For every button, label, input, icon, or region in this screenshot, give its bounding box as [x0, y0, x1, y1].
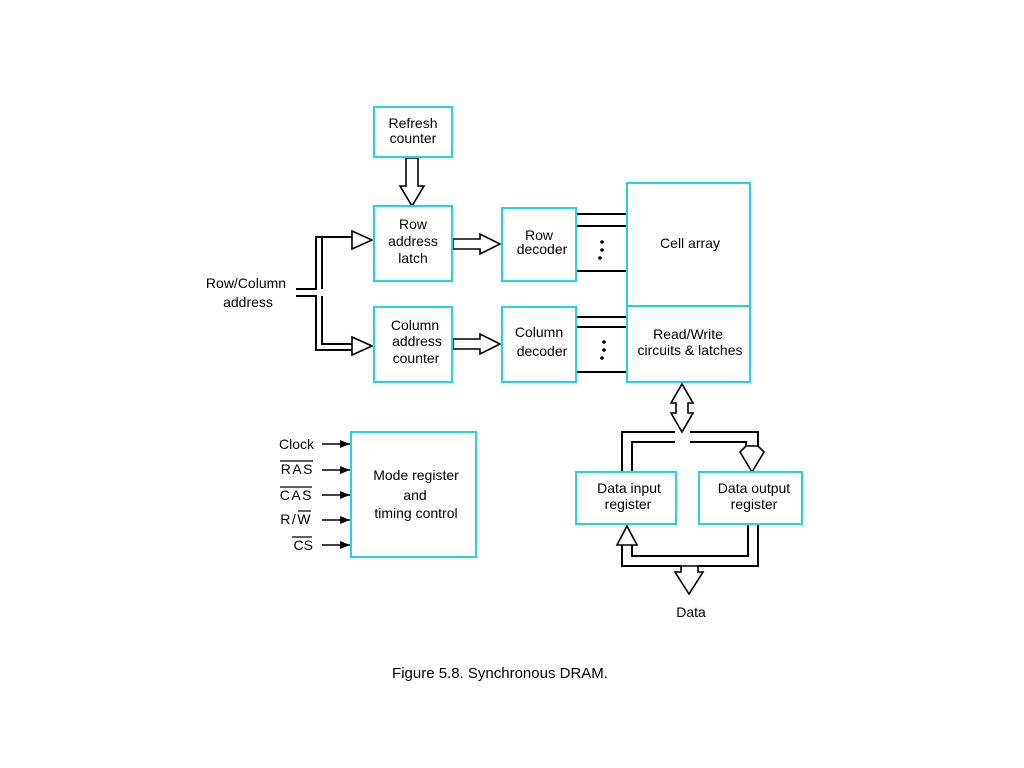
svg-text:register: register [605, 496, 652, 512]
svg-text:decoder: decoder [517, 241, 568, 257]
svg-text:address: address [392, 333, 442, 349]
data-external-arrow [673, 565, 705, 596]
svg-text:counter: counter [390, 130, 437, 146]
cs-label: CS [294, 537, 313, 553]
cell-array-block: Cell array [626, 182, 751, 307]
svg-text:register: register [731, 496, 778, 512]
row-column-address-label: Row/Column address [206, 275, 286, 310]
svg-text:timing control: timing control [374, 505, 457, 521]
svg-text:latch: latch [398, 250, 428, 266]
refresh-to-row-arrow [398, 157, 426, 208]
svg-text:Column: Column [515, 324, 563, 340]
column-decoder-block: Column decoder [501, 306, 577, 383]
read-write-data-arrow [669, 382, 695, 434]
svg-text:Row/Column: Row/Column [206, 275, 286, 291]
svg-text:and: and [403, 487, 426, 503]
data-output-register-block: Data output register [698, 471, 803, 525]
data-input-register-block: Data input register [575, 471, 677, 525]
address-bus-wires [296, 236, 352, 351]
figure-caption: Figure 5.8. Synchronous DRAM. [392, 665, 608, 682]
svg-text:Row: Row [399, 216, 428, 232]
read-write-block: Read/Write circuits & latches [626, 305, 751, 383]
svg-text:Data input: Data input [597, 480, 661, 496]
mode-register-block: Mode register and timing control [350, 431, 477, 558]
to-data-input-arrow [615, 524, 639, 546]
data-label: Data [676, 604, 706, 620]
refresh-counter-block: Refresh counter [373, 106, 453, 158]
svg-text:Mode register: Mode register [373, 467, 459, 483]
svg-text:counter: counter [393, 350, 440, 366]
svg-text:Cell array: Cell array [660, 235, 720, 251]
address-to-row-latch-arrow [351, 229, 374, 251]
svg-text:decoder: decoder [517, 343, 568, 359]
svg-text:Read/Write: Read/Write [653, 326, 723, 342]
svg-text:Data output: Data output [718, 480, 790, 496]
address-to-column-counter-arrow [351, 335, 374, 357]
svg-text:circuits & latches: circuits & latches [637, 342, 742, 358]
column-lines [576, 316, 627, 373]
column-counter-to-decoder-arrow [452, 332, 502, 356]
row-latch-to-decoder-arrow [452, 232, 502, 256]
control-signal-arrows [322, 440, 350, 549]
svg-text:Row: Row [525, 227, 554, 243]
row-lines [576, 213, 627, 272]
rw-label: R/W [280, 511, 312, 527]
to-data-output-arrow [738, 445, 766, 474]
svg-text:Refresh: Refresh [388, 115, 437, 131]
control-signal-labels: Clock RAS CAS R/W CS [279, 436, 315, 553]
row-decoder-block: Row decoder [501, 207, 577, 282]
svg-text:Column: Column [391, 317, 439, 333]
clock-label: Clock [279, 436, 315, 452]
cas-label: CAS [280, 487, 313, 503]
ras-label: RAS [281, 461, 314, 477]
svg-text:address: address [388, 233, 438, 249]
row-address-latch-block: Row address latch [373, 205, 453, 282]
svg-text:address: address [223, 294, 273, 310]
column-address-counter-block: Column address counter [373, 306, 453, 383]
